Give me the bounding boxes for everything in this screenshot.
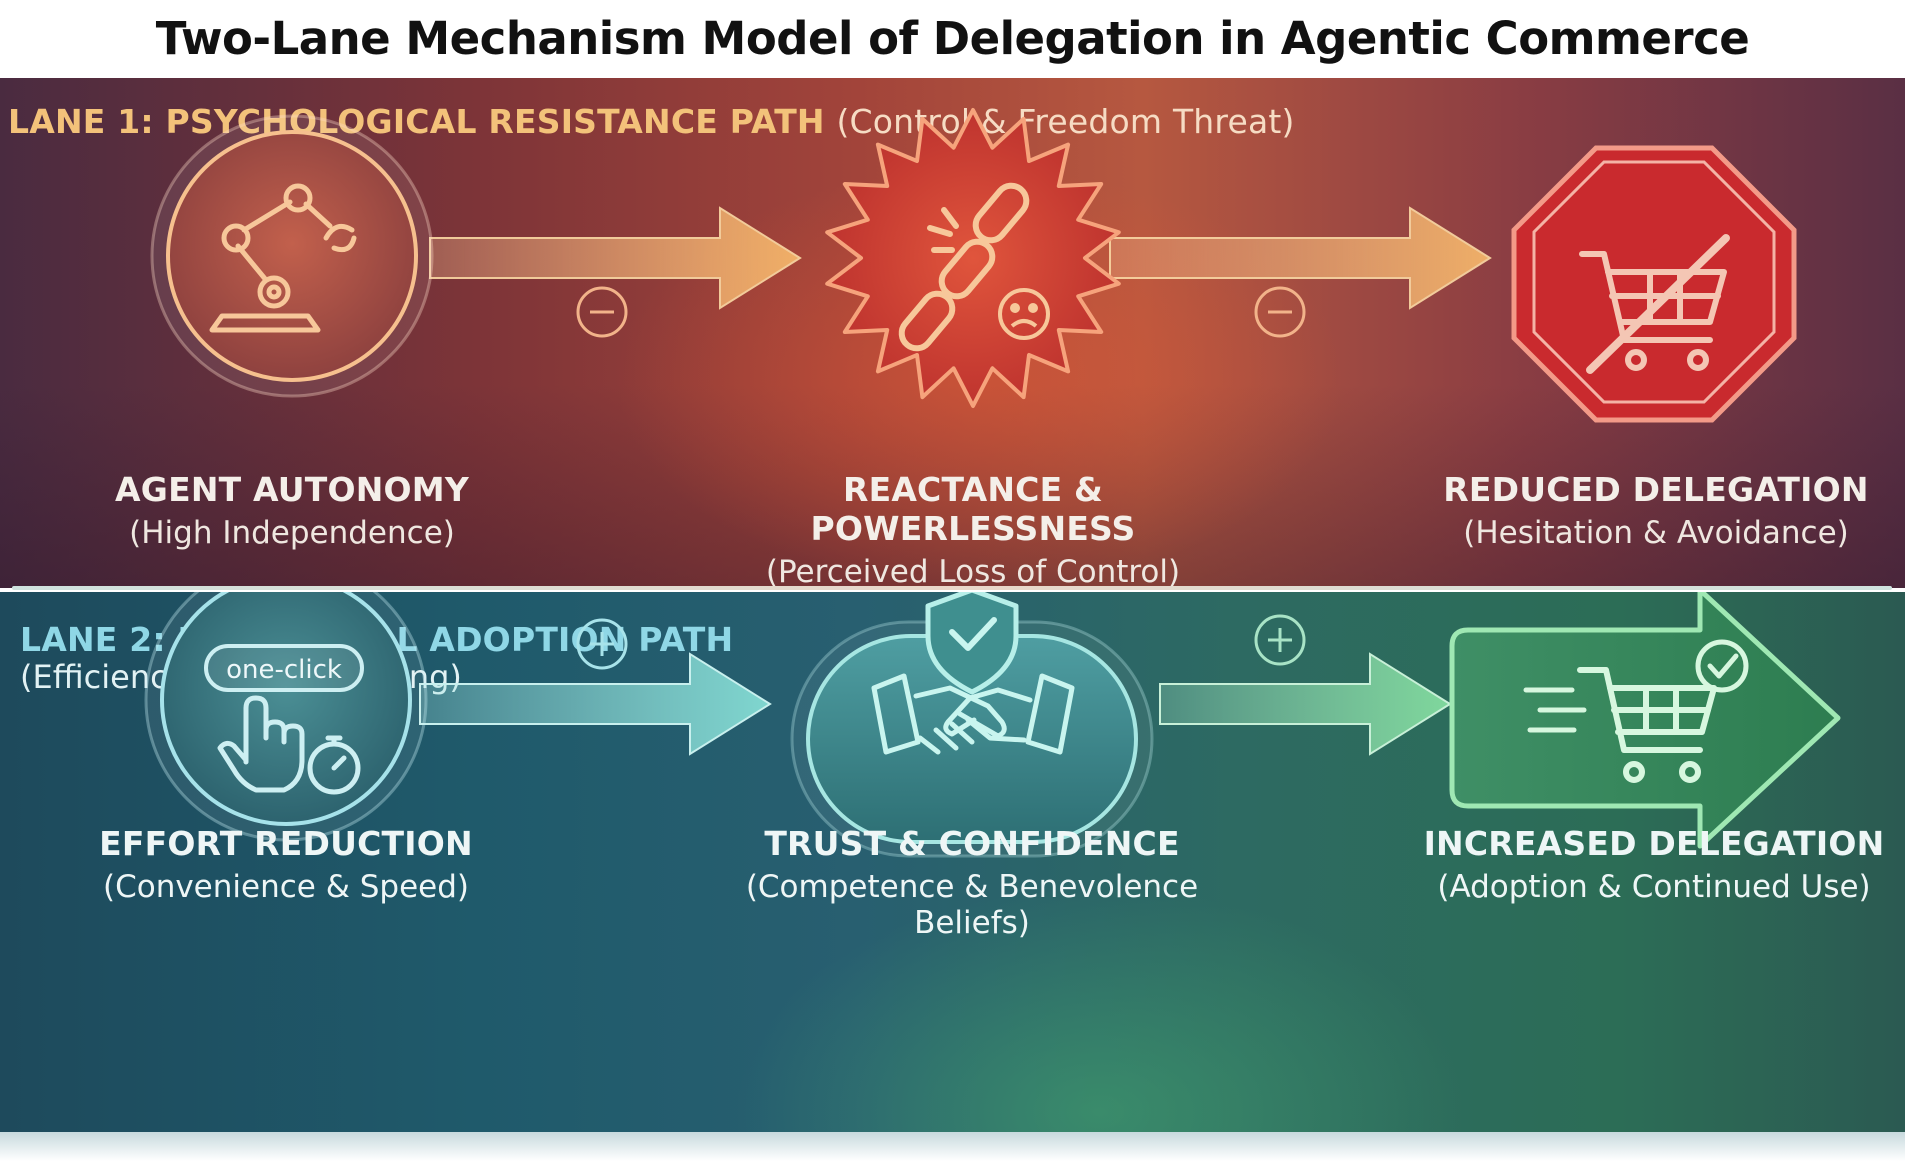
lane-1-minus-sign-1 (576, 286, 628, 338)
lane-1-heading: LANE 1: PSYCHOLOGICAL RESISTANCE PATH (C… (8, 102, 1295, 141)
stopwatch-icon (307, 735, 361, 795)
effort-reduction-label: EFFORT REDUCTION (Convenience & Speed) (6, 824, 566, 905)
one-click-badge-text: one-click (226, 655, 342, 685)
node-title: TRUST & CONFIDENCE (764, 824, 1180, 863)
node-description: (High Independence) (129, 515, 455, 551)
node-title: REDUCED DELEGATION (1443, 470, 1869, 509)
check-circle-icon (1695, 639, 1749, 693)
node-description: (Convenience & Speed) (102, 869, 470, 905)
effort-reduction-node: one-click (144, 592, 428, 842)
reduced-delegation-node (1511, 145, 1797, 423)
one-click-badge (204, 644, 364, 692)
shopping-cart-icon (1577, 667, 1717, 783)
sad-face-icon (998, 288, 1050, 340)
node-title: INCREASED DELEGATION (1423, 824, 1885, 863)
lane-2-plus-sign-1 (576, 618, 628, 670)
lane-2-graphics: one-click (144, 592, 1841, 858)
handshake-icon (871, 673, 1075, 755)
lane-2-arrow-2 (1159, 652, 1452, 756)
lane-2-plus-sign-2 (1254, 614, 1306, 666)
lane-1-subheading: (Control & Freedom Threat) (836, 102, 1295, 141)
shield-check-icon (925, 592, 1019, 695)
agent-autonomy-node (150, 114, 434, 398)
lane-2: LANE 2: FUNCTIONAL ADOPTION PATH (Effici… (0, 592, 1905, 1132)
lane-1: LANE 1: PSYCHOLOGICAL RESISTANCE PATH (C… (0, 78, 1905, 588)
reactance-node (825, 108, 1121, 408)
lane-1-minus-sign-2 (1254, 286, 1306, 338)
agent-autonomy-label: AGENT AUTONOMY (High Independence) (12, 470, 572, 551)
node-title: EFFORT REDUCTION (99, 824, 473, 863)
robot-arm-icon (209, 183, 357, 333)
node-description: (Adoption & Continued Use) (1437, 869, 1871, 905)
lane-1-arrow-1 (429, 206, 802, 310)
reduced-delegation-label: REDUCED DELEGATION (Hesitation & Avoidan… (1376, 470, 1905, 551)
broken-chain-icon (898, 182, 1030, 352)
lane-1-graphics (150, 108, 1797, 423)
trust-node (790, 592, 1154, 858)
node-title: REACTANCE & POWERLESSNESS (810, 470, 1136, 548)
reactance-label: REACTANCE & POWERLESSNESS (Perceived Los… (693, 470, 1253, 588)
node-description: (Hesitation & Avoidance) (1463, 515, 1849, 551)
node-description: (Perceived Loss of Control) (765, 554, 1181, 588)
increased-delegation-node (1449, 592, 1841, 849)
node-title: AGENT AUTONOMY (115, 470, 469, 509)
lane-divider (12, 586, 1892, 590)
diagram-title: Two-Lane Mechanism Model of Delegation i… (155, 11, 1750, 65)
speed-lines-icon (1523, 687, 1587, 733)
lane-2-arrow-1 (419, 652, 772, 756)
prohibited-cart-icon (1579, 234, 1730, 374)
increased-delegation-label: INCREASED DELEGATION (Adoption & Continu… (1374, 824, 1905, 905)
lane-1-arrow-2 (1109, 206, 1492, 310)
trust-label: TRUST & CONFIDENCE (Competence & Benevol… (692, 824, 1252, 941)
node-description: (Competence & Benevolence Beliefs) (745, 869, 1199, 941)
bottom-strip (0, 1132, 1905, 1161)
pointing-hand-icon (217, 695, 305, 793)
